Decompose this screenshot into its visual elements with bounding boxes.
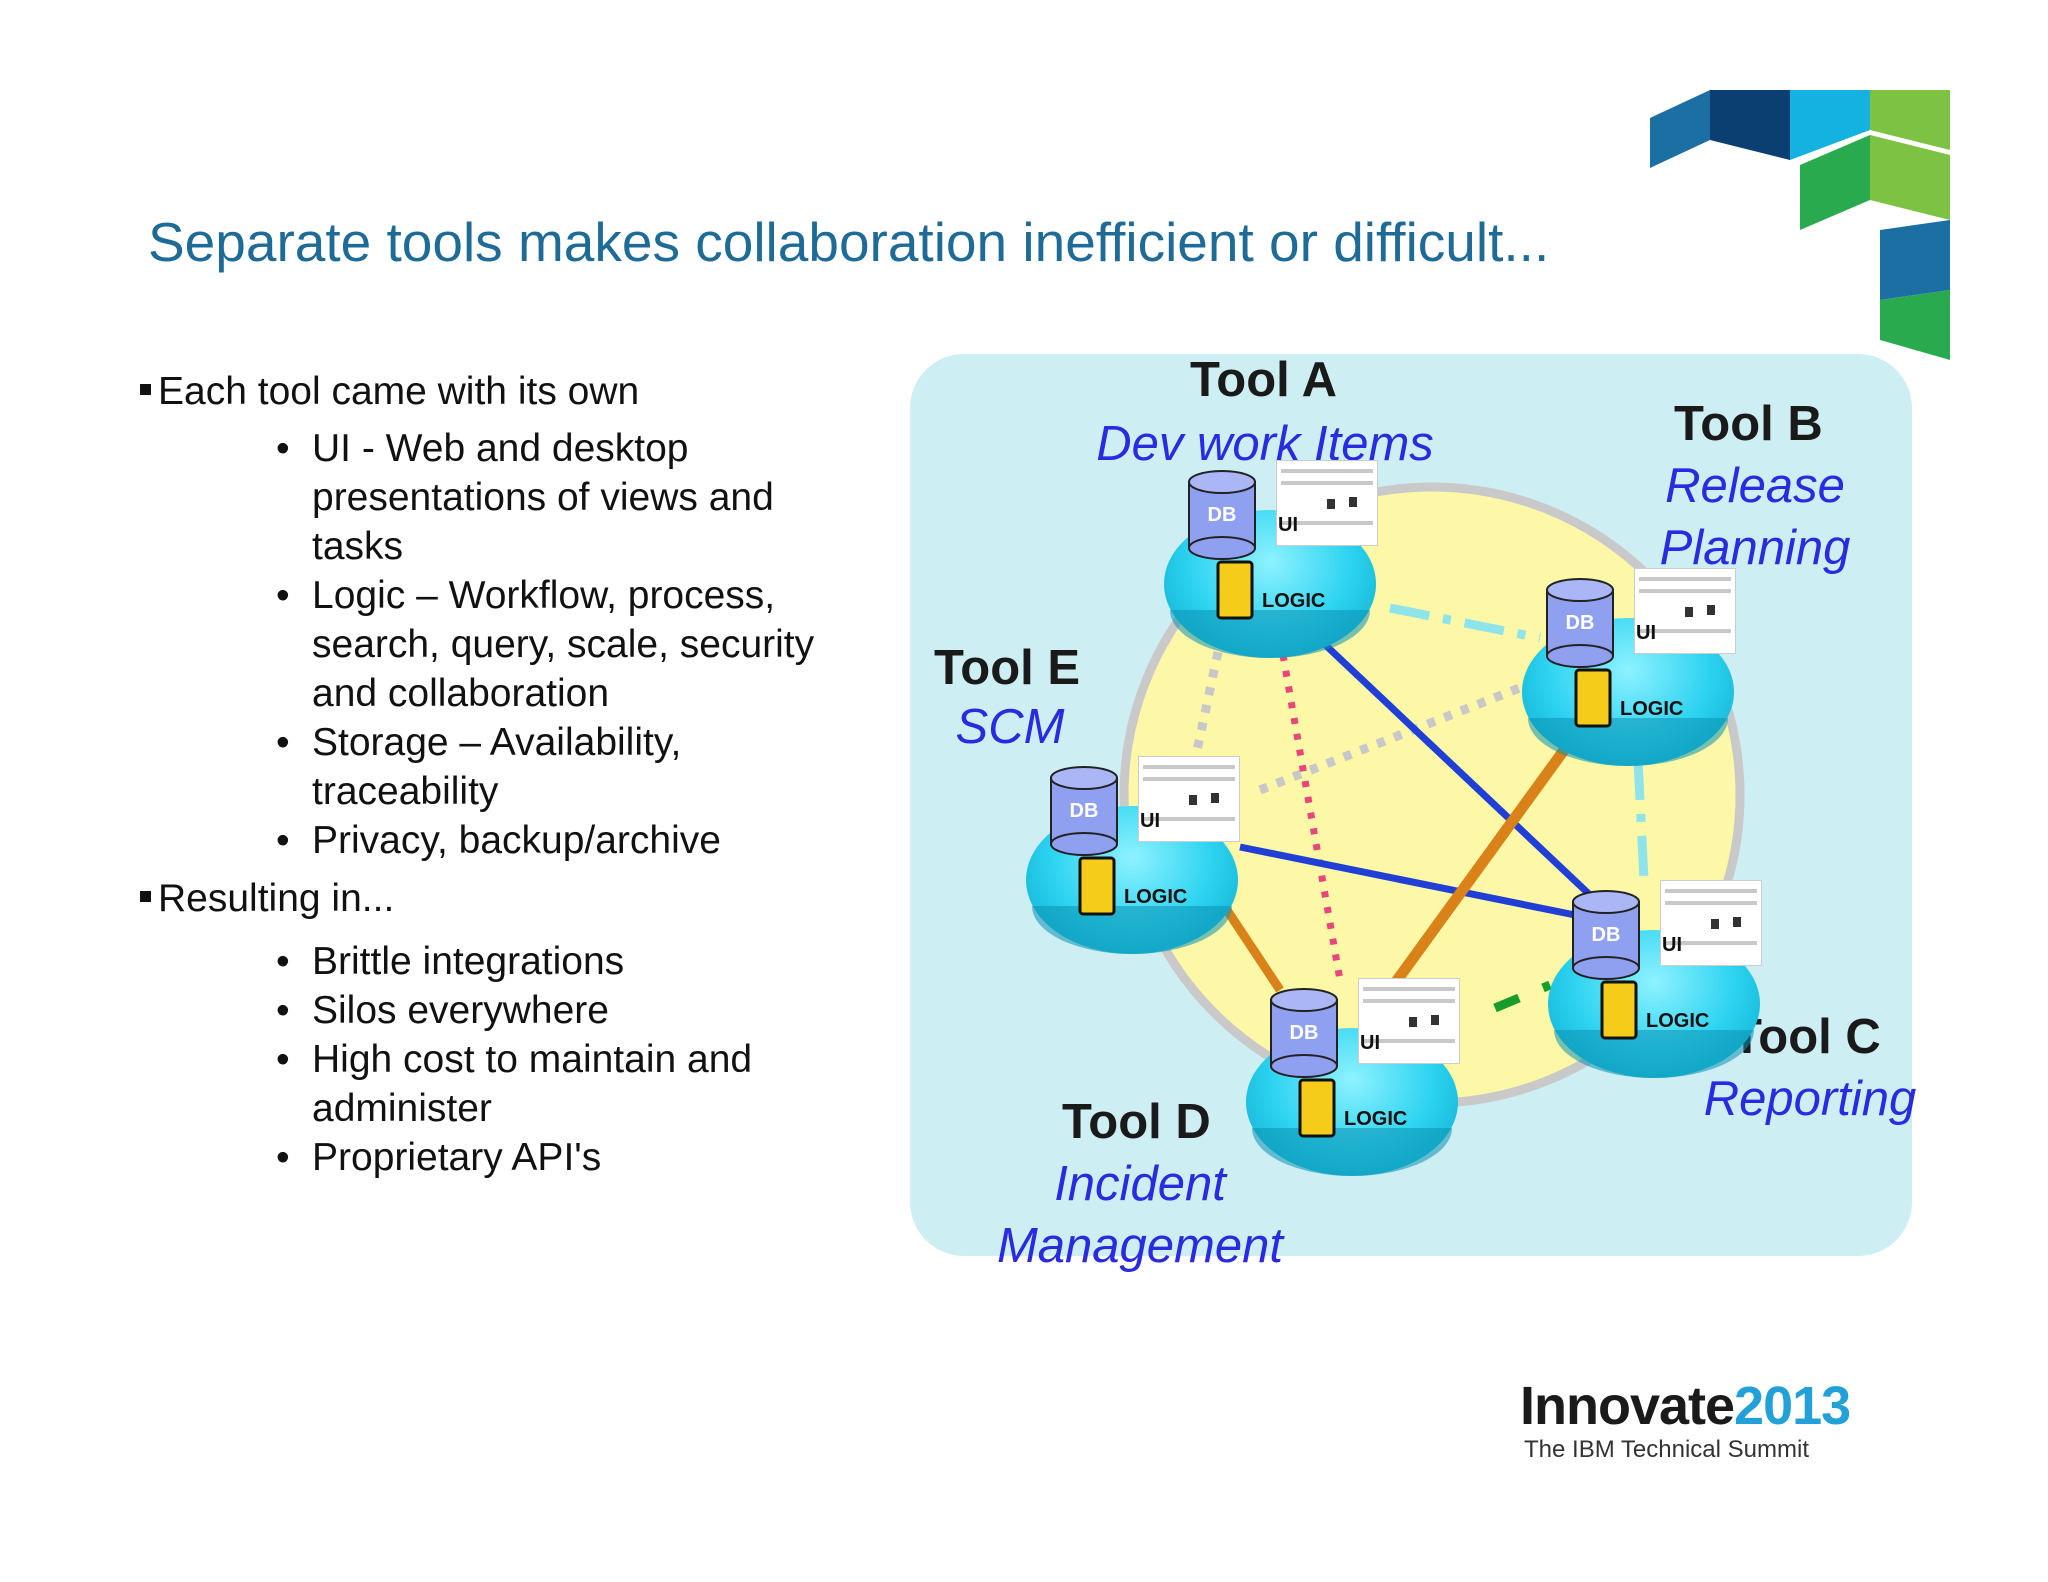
tool-a-name: Tool A xyxy=(1190,353,1337,407)
db-label: DB xyxy=(1289,1022,1319,1044)
ui-screenshot-icon xyxy=(1634,568,1736,654)
list-item: •Silos everywhere xyxy=(276,989,609,1032)
ui-screenshot-icon xyxy=(1660,880,1762,966)
db-label: DB xyxy=(1069,800,1099,822)
brand-wordmark: Innovate2013 xyxy=(1520,1376,1851,1436)
bullet-list: Each tool came with its own •UI - Web an… xyxy=(140,368,880,1192)
ibm-innovate-logo-mark xyxy=(1650,90,1950,360)
list-item: •UI - Web and desktop presentations of v… xyxy=(276,427,774,568)
database-icon xyxy=(1546,578,1614,668)
tool-a-node: DB UI LOGIC xyxy=(1164,460,1378,660)
link-d-b-solid xyxy=(1385,731,1580,994)
tool-e-node: DB UI LOGIC xyxy=(1026,756,1240,956)
tool-d-node: DB UI LOGIC xyxy=(1246,978,1460,1178)
ui-screenshot-icon xyxy=(1138,756,1240,842)
link-d-c-dashed xyxy=(1493,980,1552,1013)
database-icon xyxy=(1050,766,1118,856)
bullet-heading-2: Resulting in... xyxy=(140,875,880,923)
tool-b-desc: Release Planning xyxy=(1659,459,1851,575)
tool-b-name: Tool B xyxy=(1674,397,1823,451)
logic-label: LOGIC xyxy=(1262,590,1326,612)
tool-b-node: DB UI LOGIC xyxy=(1522,568,1736,768)
slide-title: Separate tools makes collaboration ineff… xyxy=(148,211,1550,273)
link-e-c-solid xyxy=(1239,843,1576,919)
link-a-c-solid xyxy=(1315,635,1593,898)
link-b-c-dashdot xyxy=(1633,759,1649,881)
logic-folder-icon xyxy=(1078,856,1116,916)
tool-c-node: DB UI LOGIC xyxy=(1548,880,1762,1080)
link-a-d-dotted xyxy=(1279,654,1344,981)
link-e-b-dotted xyxy=(1258,673,1547,795)
list-item: •Logic – Workflow, process, search, quer… xyxy=(276,574,815,715)
link-a-e-dotted xyxy=(1190,651,1223,761)
square-bullet-icon xyxy=(140,891,151,902)
list-item: •Brittle integrations xyxy=(276,940,625,983)
database-icon xyxy=(1572,890,1640,980)
db-label: DB xyxy=(1565,612,1595,634)
logic-folder-icon xyxy=(1216,560,1254,620)
tool-c-desc: Reporting xyxy=(1703,1072,1917,1126)
bullet-heading-1: Each tool came with its own xyxy=(140,368,880,416)
square-bullet-icon xyxy=(140,384,151,395)
list-item: •Proprietary API's xyxy=(276,1136,602,1179)
ui-label: UI xyxy=(1278,514,1298,536)
logic-label: LOGIC xyxy=(1344,1108,1408,1130)
ui-label: UI xyxy=(1360,1032,1380,1054)
logic-label: LOGIC xyxy=(1124,886,1188,908)
logic-label: LOGIC xyxy=(1646,1010,1710,1032)
database-icon xyxy=(1270,988,1338,1078)
logic-folder-icon xyxy=(1574,668,1612,728)
tool-d-desc: Incident Management xyxy=(996,1157,1283,1273)
ui-label: UI xyxy=(1140,810,1160,832)
ui-screenshot-icon xyxy=(1358,978,1460,1064)
logic-folder-icon xyxy=(1298,1078,1336,1138)
tool-e-desc: SCM xyxy=(955,700,1065,754)
innovate-2013-logo: Innovate2013 The IBM Technical Summit xyxy=(1520,1376,1851,1464)
ui-screenshot-icon xyxy=(1276,460,1378,546)
ui-label: UI xyxy=(1662,934,1682,956)
ui-label: UI xyxy=(1636,622,1656,644)
db-label: DB xyxy=(1207,504,1237,526)
list-item: •Privacy, backup/archive xyxy=(276,819,721,862)
database-icon xyxy=(1188,470,1256,560)
db-label: DB xyxy=(1591,924,1621,946)
list-item: •High cost to maintain and administer xyxy=(276,1038,753,1130)
link-a-b-dashdot xyxy=(1389,603,1541,643)
tool-d-name: Tool D xyxy=(1062,1095,1211,1149)
logic-label: LOGIC xyxy=(1620,698,1684,720)
tool-e-name: Tool E xyxy=(934,641,1081,695)
brand-tagline: The IBM Technical Summit xyxy=(1524,1436,1809,1463)
list-item: •Storage – Availability, traceability xyxy=(276,721,682,813)
logic-folder-icon xyxy=(1600,980,1638,1040)
